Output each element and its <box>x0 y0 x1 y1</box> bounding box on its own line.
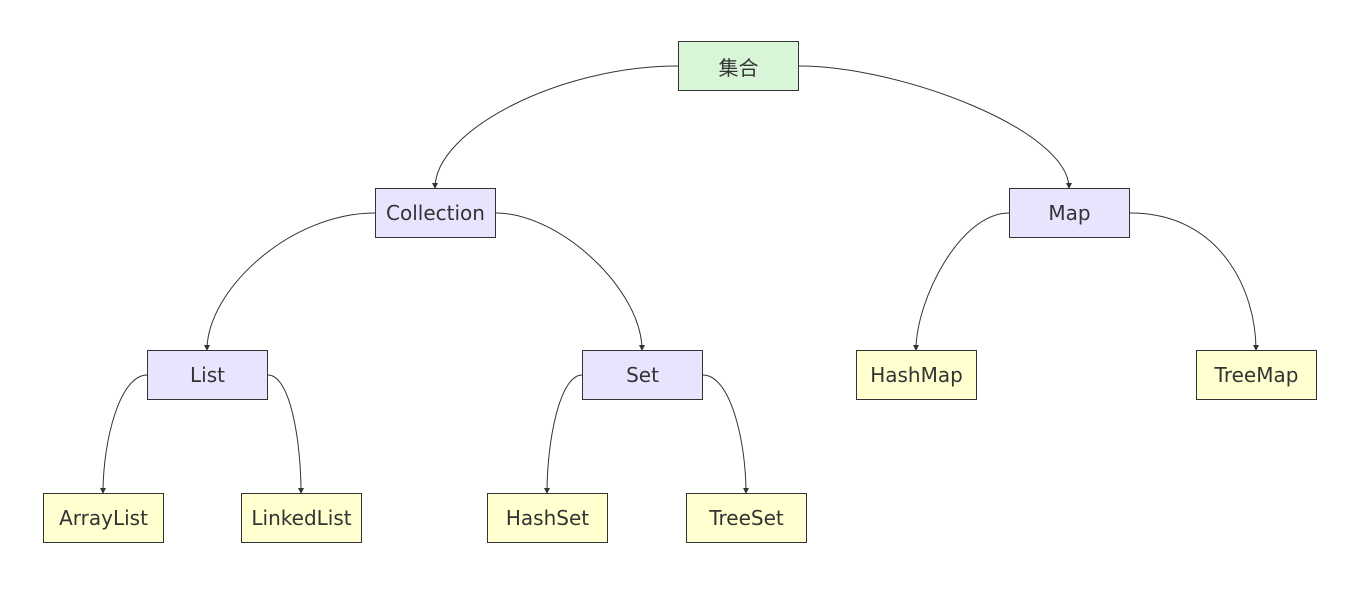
node-hashmap: HashMap <box>856 350 977 400</box>
node-treeset: TreeSet <box>686 493 807 543</box>
edge-list-linkedlist <box>267 374 304 494</box>
edge-list-arraylist <box>100 374 148 494</box>
node-hashmap-label: HashMap <box>870 363 963 387</box>
node-root-label: 集合 <box>718 55 759 80</box>
edge-map-hashmap <box>913 212 1010 351</box>
edge-set-treeset <box>702 374 749 494</box>
node-treeset-label: TreeSet <box>709 506 784 530</box>
node-set-label: Set <box>626 363 659 387</box>
node-arraylist: ArrayList <box>43 493 164 543</box>
node-list-label: List <box>190 363 225 387</box>
node-hashset: HashSet <box>487 493 608 543</box>
edge-collection-list <box>204 212 376 351</box>
node-treemap-label: TreeMap <box>1214 363 1299 387</box>
node-list: List <box>147 350 268 400</box>
node-map: Map <box>1009 188 1130 238</box>
edge-map-treemap <box>1129 212 1259 351</box>
node-linkedlist-label: LinkedList <box>251 506 352 530</box>
node-linkedlist: LinkedList <box>241 493 362 543</box>
node-collection: Collection <box>375 188 496 238</box>
node-arraylist-label: ArrayList <box>59 506 148 530</box>
node-collection-label: Collection <box>386 201 485 225</box>
node-map-label: Map <box>1048 201 1091 225</box>
node-root: 集合 <box>678 41 799 91</box>
edge-set-hashset <box>544 374 583 494</box>
node-treemap: TreeMap <box>1196 350 1317 400</box>
edge-root-collection <box>432 65 679 189</box>
node-hashset-label: HashSet <box>505 506 590 530</box>
edge-root-map <box>798 65 1072 189</box>
edge-collection-set <box>495 212 645 351</box>
node-set: Set <box>582 350 703 400</box>
